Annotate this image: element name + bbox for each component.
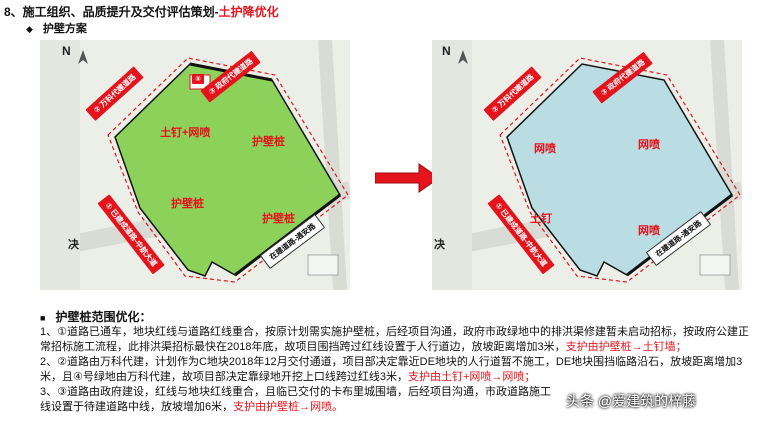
transition-arrow-icon [375, 163, 440, 193]
title-highlight: 土护降优化 [218, 5, 279, 19]
paragraph-1: 1、①道路已通车，地块红线与道路红线重合，按原计划需实施护壁桩，后经项目沟通，政… [40, 326, 749, 353]
page-title: 8、施工组织、品质提升及交付评估策划-土护降优化 [4, 3, 279, 20]
paragraph-2: 2、②道路由万科代建，计划作为C地块2018年12月交付通道，项目部决定靠近DE… [40, 356, 743, 383]
marker-5: ⑤ [192, 74, 204, 84]
description-body: 1、①道路已通车，地块红线与道路红线重合，按原计划需实施护壁桩，后经项目沟通，政… [40, 325, 756, 415]
paragraph-3-tail: 线设置于待建道路中线，放坡增加6米，支护由护壁桩→网喷。 [40, 401, 344, 413]
section-heading-text: 护壁桩范围优化： [55, 310, 152, 324]
label-mesh-left: 网喷 [534, 143, 556, 155]
watermark: 头条 @爱建筑的梓藤 [566, 393, 697, 409]
side-char: 决 [434, 239, 445, 251]
side-char: 决 [68, 239, 79, 251]
square-bullet-icon: ■ [40, 313, 46, 323]
subtitle-text: 护壁方案 [42, 23, 87, 35]
diamond-bullet-icon: ◆ [26, 24, 33, 34]
north-indicator-icon: N [442, 44, 451, 58]
compass-arrow-icon [78, 50, 88, 64]
conclusion-3: 支护由护壁桩→网喷。 [233, 401, 344, 413]
label-pile-bottom: 护壁桩 [262, 213, 295, 225]
map-before-drawing [40, 40, 350, 290]
conclusion-1: 支护由护壁桩→土钉墙； [565, 341, 687, 353]
paragraph-3: 3、③道路由政府建设，红线与地块红线重合，且临已交付的卡布里城围墙，后经项目沟通… [40, 386, 551, 398]
map-after: N ② 万科代建道路 ③ 政府代建道路 ① 已建成道路-中航大道 在建道路-通安… [432, 40, 742, 290]
map-after-drawing [432, 40, 742, 290]
section-heading: ■ 护壁桩范围优化： [40, 308, 151, 325]
section-subtitle: ◆ 护壁方案 [26, 20, 87, 36]
compass-arrow-icon [458, 50, 468, 64]
north-indicator-icon: N [62, 44, 71, 58]
label-pile-top: 护壁桩 [252, 136, 285, 148]
label-mesh-bottom: 网喷 [638, 225, 660, 237]
label-mesh-right: 网喷 [638, 139, 660, 151]
label-pile-mid: 护壁桩 [171, 198, 204, 210]
conclusion-2: 支护由土钉+网喷→网喷； [407, 371, 536, 383]
title-main: 8、施工组织、品质提升及交付评估策划- [4, 5, 219, 19]
map-before: N ② 万科代建道路 ③ 政府代建道路 ① 已建成道路-中航大道 在建道路-通安… [40, 40, 350, 290]
label-nail: 土钉 [530, 213, 552, 225]
label-nail-mesh: 土钉+网喷 [160, 127, 211, 139]
